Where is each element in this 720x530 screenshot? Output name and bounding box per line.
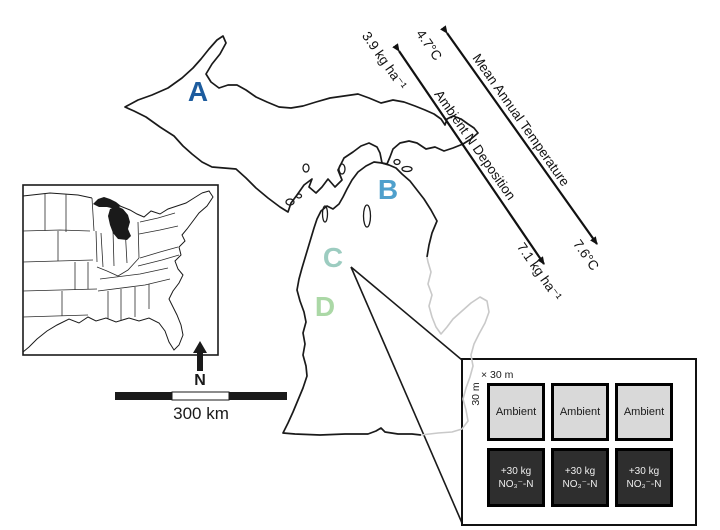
inset-callout-lines	[350, 266, 463, 524]
us-inset-map	[22, 184, 219, 356]
ambient-plot-3: Ambient	[615, 383, 673, 441]
north-label: N	[194, 372, 206, 389]
site-label-c: C	[322, 242, 344, 273]
ambient-plot-3-label: Ambient	[623, 406, 665, 418]
ambient-plot-1: Ambient	[487, 383, 545, 441]
ambient-plot-2: Ambient	[551, 383, 609, 441]
plot-size-label-vertical: 30 m	[470, 382, 482, 406]
ambient-plot-1-label: Ambient	[495, 406, 537, 418]
scale-bar-label: 300 km	[173, 404, 229, 423]
north-arrow	[193, 341, 207, 371]
site-label-d: D	[314, 291, 336, 322]
site-label-a: A	[187, 76, 209, 107]
lower-peninsula-outline	[282, 161, 438, 436]
michigan-highlight	[93, 197, 131, 240]
site-label-b: B	[377, 174, 399, 205]
state-boundaries	[22, 193, 180, 321]
ambient-plot-2-label: Ambient	[559, 406, 601, 418]
temperature-arrow	[440, 25, 598, 245]
us-coastline	[22, 190, 214, 353]
lower-peninsula-gray-outline	[420, 256, 490, 436]
gradient-arrows	[392, 25, 598, 265]
plot-size-label-horizontal: × 30 m	[481, 369, 514, 381]
us-north-border	[22, 192, 203, 218]
scale-bar	[115, 391, 287, 401]
n-deposition-arrow	[392, 43, 545, 265]
